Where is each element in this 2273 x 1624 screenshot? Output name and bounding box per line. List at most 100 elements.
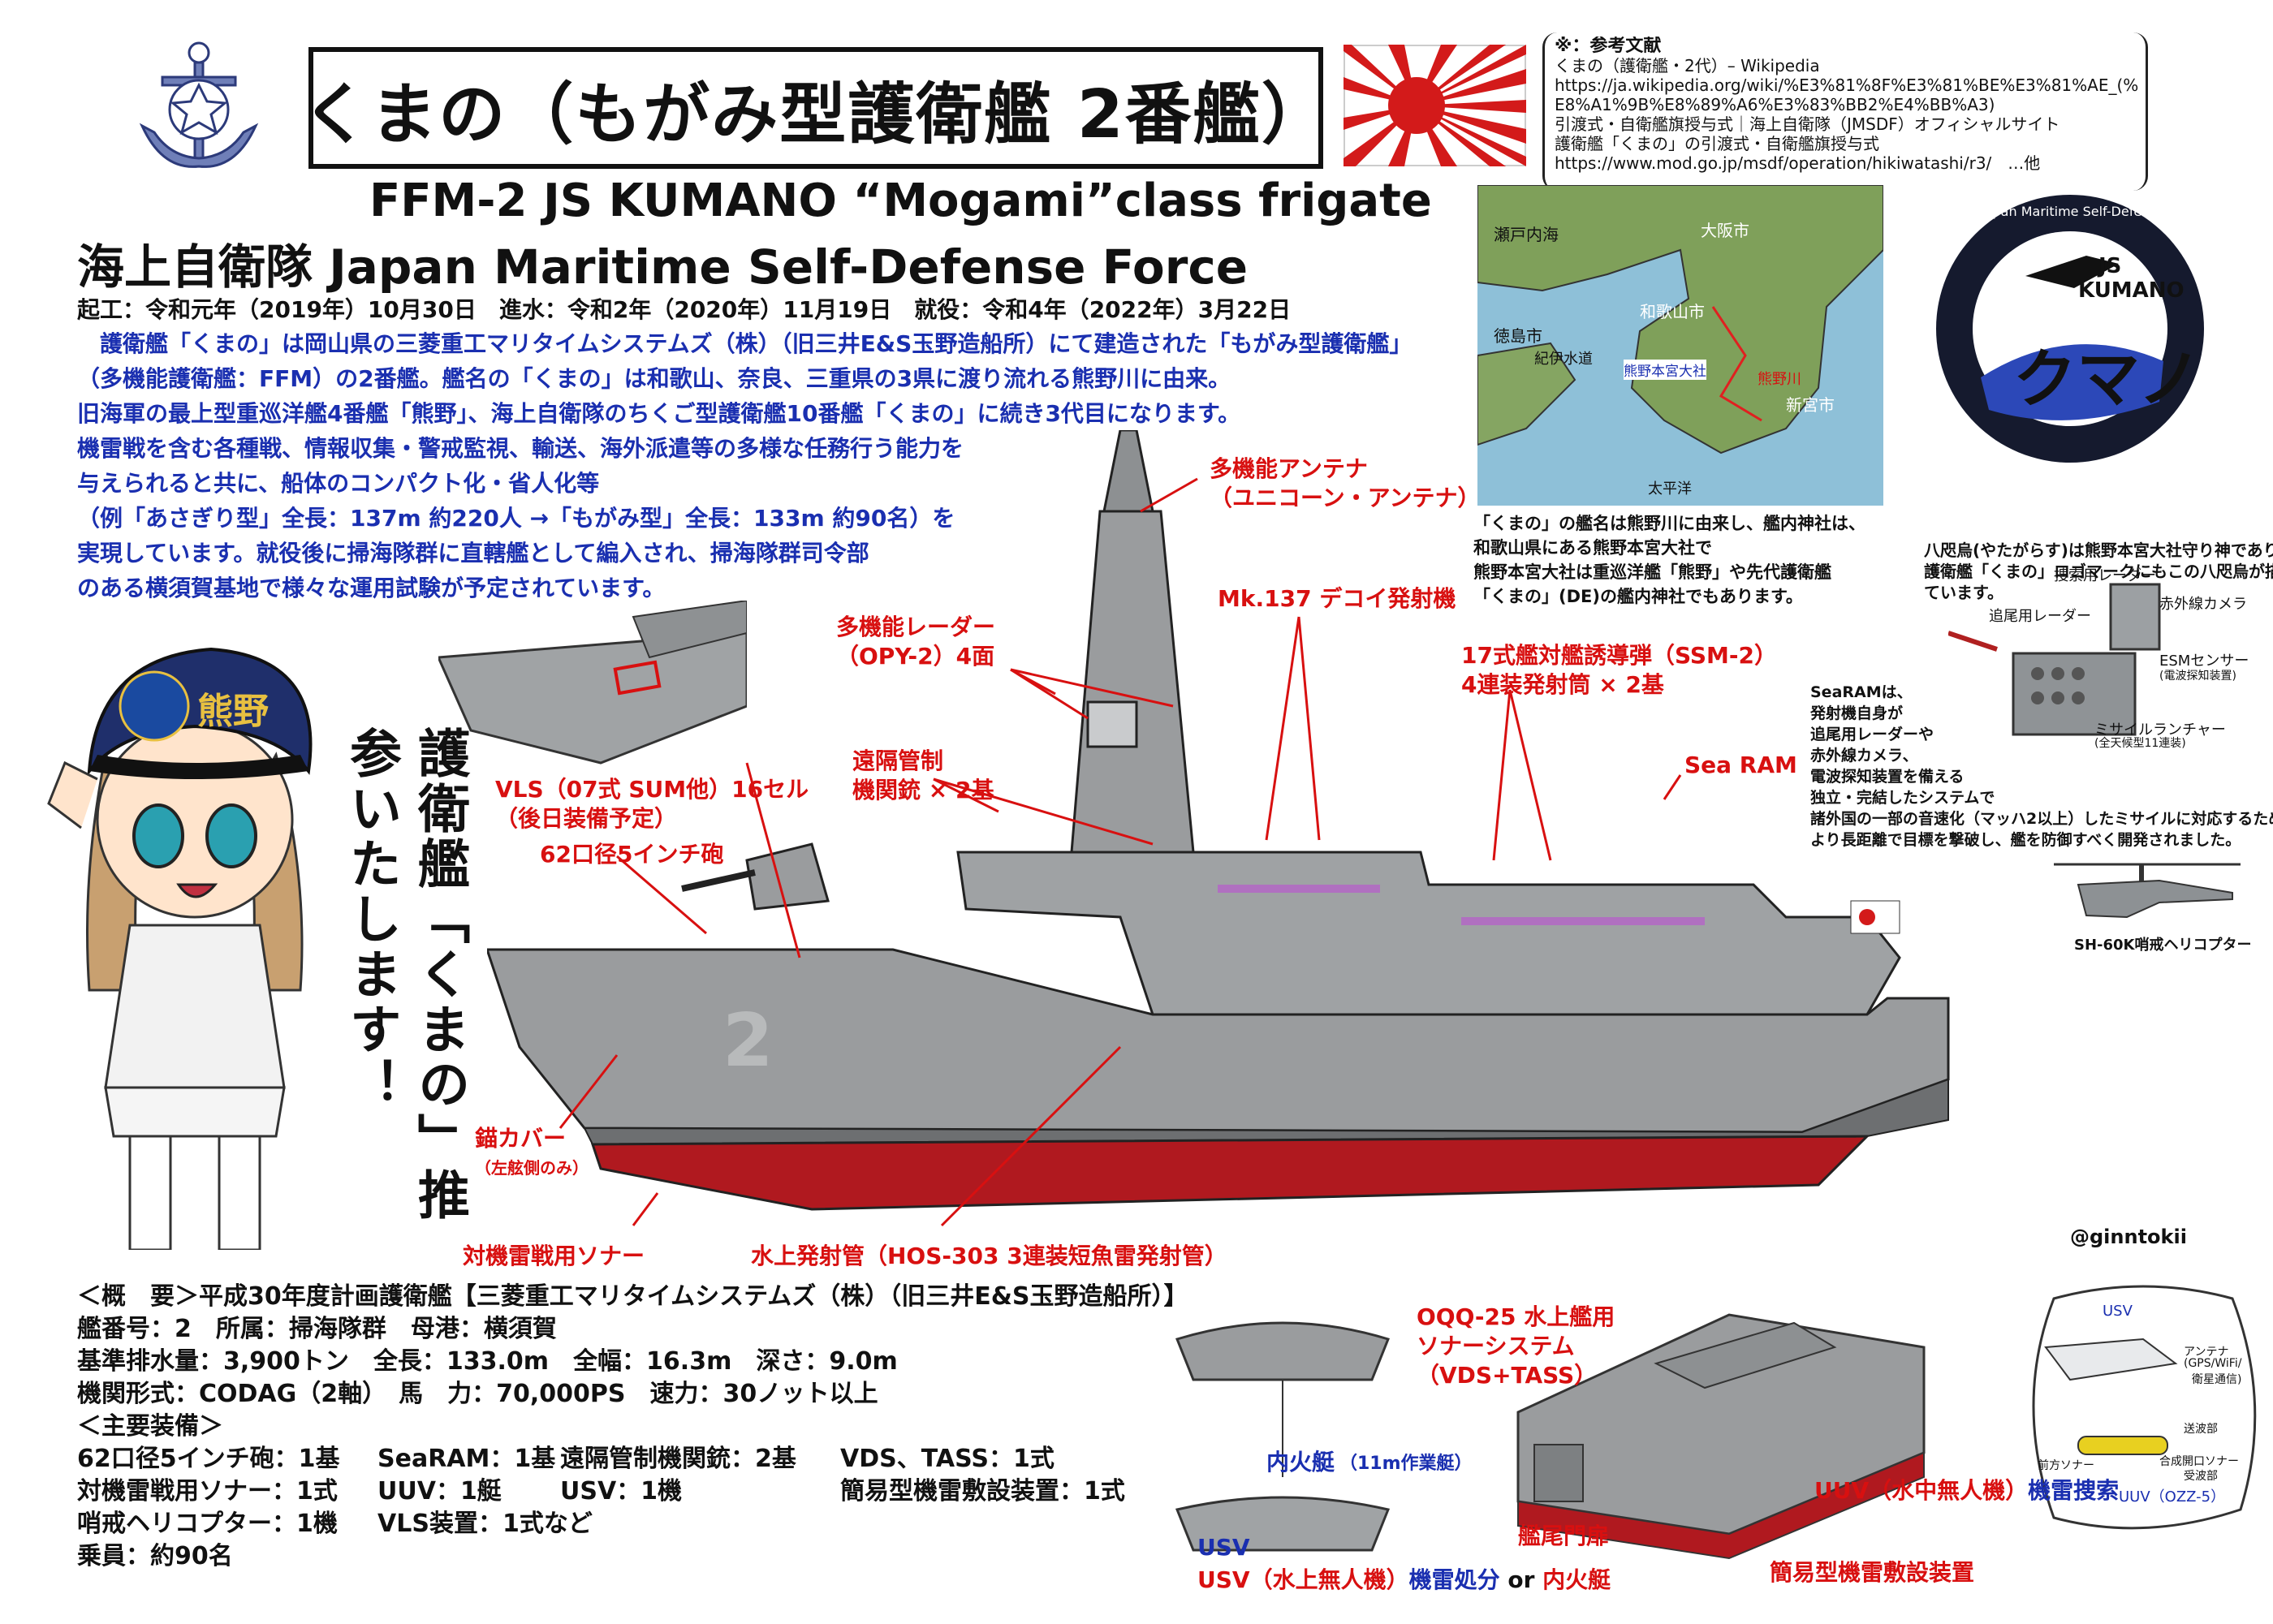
callout-line: （OPY-2）4面 bbox=[836, 643, 995, 670]
equipment-item: 62口径5インチ砲：1基 bbox=[77, 1445, 340, 1473]
callout-decoy: Mk.137 デコイ発射機 bbox=[1218, 585, 1456, 612]
callout-line: 多機能アンテナ bbox=[1210, 455, 1368, 482]
reference-line: 引渡式・自衛艦旗授与式｜海上自衛隊（JMSDF）オフィシャルサイト bbox=[1555, 114, 2060, 134]
callout-searam: Sea RAM bbox=[1684, 752, 1797, 778]
equipment-row: 乗員：約90名 bbox=[77, 1540, 1214, 1573]
equipment-row: 62口径5インチ砲：1基 SeaRAM：1基遠隔管制機関銃：2基 VDS、TASS：… bbox=[77, 1443, 1214, 1475]
callout-vls: VLS（07式 SUM他）16セル （後日装備予定） bbox=[495, 775, 809, 834]
uuv-line: UUV（水中無人機）機雷捜索 bbox=[1814, 1473, 2119, 1506]
equipment-item: SeaRAM：1基 bbox=[377, 1445, 556, 1473]
usv-uuv-bubble: USV アンテナ (GPS/WiFi/ 衛星通信) 送波部 前方ソナー 合成開口… bbox=[2021, 1282, 2265, 1534]
cap-text: 熊野 bbox=[197, 691, 269, 732]
map-label: 新宮市 bbox=[1786, 395, 1835, 415]
equipment-item: 対機雷戦用ソナー：1式 bbox=[77, 1477, 338, 1506]
callout-line: （VDS+TASS） bbox=[1417, 1362, 1598, 1389]
bubble-label: 送波部 bbox=[2184, 1423, 2218, 1436]
searam-note-line: 発射機自身が bbox=[1810, 704, 1904, 722]
anchor-sakura-emblem bbox=[130, 37, 268, 179]
specs: ＜概 要＞平成30年度計画護衛艦【三菱重工マリタイムシステムズ（株）（旧三井E&… bbox=[77, 1281, 1214, 1573]
intro-line: のある横須賀基地で様々な運用試験が予定されています。 bbox=[77, 575, 666, 601]
equipment-item: 乗員：約90名 bbox=[77, 1542, 233, 1570]
callout-line: VLS（07式 SUM他）16セル bbox=[495, 776, 809, 803]
key-dates: 起工：令和元年（2019年）10月30日 進水：令和2年（2020年）11月19… bbox=[77, 296, 1292, 323]
bubble-label: (GPS/WiFi/ bbox=[2184, 1357, 2242, 1370]
specs-row: 艦番号：2 所属：掃海隊群 母港：横須賀 bbox=[77, 1315, 557, 1343]
intro-line: 与えられると共に、船体のコンパクト化・省人化等 bbox=[77, 470, 600, 497]
intro-line: 機雷戦を含む各種戦、情報収集・警戒監視、輸送、海外派遣等の多様な任務行う能力を bbox=[77, 435, 964, 462]
page-title: くまの（もがみ型護衛艦 2番艦） bbox=[302, 75, 1330, 153]
intro-line: 実現しています。就役後に掃海隊群に直轄艦として編入され、掃海隊群司令部 bbox=[77, 540, 869, 566]
map-label: 太平洋 bbox=[1648, 480, 1692, 498]
character-illustration: 熊野 bbox=[32, 633, 357, 1251]
bubble-label: 受波部 bbox=[2184, 1470, 2218, 1483]
references-heading: ※：参考文献 bbox=[1555, 37, 1662, 56]
callout-rcws: 遠隔管制 機関銃 × 2基 bbox=[852, 747, 994, 805]
callout-line: 4連装発射筒 × 2基 bbox=[1461, 671, 1664, 698]
reference-line: https://www.mod.go.jp/msdf/operation/hik… bbox=[1555, 153, 2041, 173]
searam-note-line: 追尾用レーダーや bbox=[1810, 726, 1934, 743]
searam-note-line: 赤外線カメラ、 bbox=[1810, 747, 1918, 765]
reference-line: E8%A1%9B%E8%89%A6%E3%83%BB2%E4%BB%A3) bbox=[1555, 95, 1995, 114]
callout-line: 機関銃 × 2基 bbox=[852, 777, 994, 803]
searam-label: 追尾用レーダー bbox=[1989, 608, 2091, 625]
usv-line: USV（水上無人機）機雷処分 or 内火艇 bbox=[1197, 1562, 1611, 1595]
usv-alt: 内火艇 bbox=[1542, 1566, 1611, 1593]
searam-label: (電波探知装置) bbox=[2159, 670, 2236, 683]
helicopter-label: SH-60K哨戒ヘリコプター bbox=[2074, 937, 2252, 954]
callout-torpedo: 水上発射管（HOS-303 3連装短魚雷発射管） bbox=[751, 1243, 1227, 1269]
ship-illustration: 2 bbox=[485, 429, 2273, 1258]
specs-row: 基準排水量：3,900トン 全長：133.0m 全幅：16.3m 深さ：9.0m bbox=[77, 1347, 898, 1376]
callout-gun: 62口径5インチ砲 bbox=[540, 841, 724, 868]
usv-or: or bbox=[1507, 1566, 1535, 1593]
searam-note-line: SeaRAMは、 bbox=[1810, 683, 1913, 701]
work-boat-label: 内火艇 bbox=[1266, 1449, 1335, 1475]
uuv-line-label: UUV（水中無人機） bbox=[1814, 1477, 2029, 1504]
equipment-item: USV：1機 bbox=[560, 1477, 683, 1506]
title-box: くまの（もがみ型護衛艦 2番艦） bbox=[302, 47, 1328, 169]
map-label: 大阪市 bbox=[1701, 221, 1749, 240]
callout-line: 17式艦対艦誘導弾（SSM-2） bbox=[1461, 642, 1778, 669]
callout-line: （後日装備予定） bbox=[495, 805, 678, 832]
usv-line-label: USV（水上無人機） bbox=[1197, 1566, 1409, 1593]
stern-illustration bbox=[1486, 1266, 1932, 1574]
map-label: 瀬戸内海 bbox=[1494, 225, 1559, 244]
callout-line: （左舷側のみ） bbox=[475, 1158, 589, 1178]
searam-label: ミサイルランチャー bbox=[2094, 722, 2226, 739]
emblem-kumano: KUMANO bbox=[2078, 278, 2185, 303]
reference-line: 護衛艦「くまの」の引渡式・自衛艦旗授与式 bbox=[1555, 134, 1879, 153]
emblem-note-line: 八咫烏(やたがらす)は熊野本宮大社守り神であり bbox=[1924, 541, 2273, 560]
equipment-item: UUV：1艇 bbox=[377, 1477, 502, 1506]
searam-note-line: 独立・完結したシステムで bbox=[1810, 789, 1995, 807]
bubble-label: USV bbox=[2103, 1303, 2133, 1320]
intro-line: 護衛艦「くまの」は岡山県の三菱重工マリタイムシステムズ（株）（旧三井E&S玉野造… bbox=[77, 330, 1413, 357]
specs-equip-heading: ＜主要装備＞ bbox=[77, 1412, 223, 1441]
work-boat-note: （11m作業艇） bbox=[1339, 1454, 1473, 1474]
callout-ssm: 17式艦対艦誘導弾（SSM-2） 4連装発射筒 × 2基 bbox=[1461, 641, 1777, 700]
map-label: 熊野川 bbox=[1758, 371, 1801, 388]
map-note-line: 「くまの」の艦名は熊野川に由来し、艦内神社は、 bbox=[1473, 514, 1865, 533]
map-label: 徳島市 bbox=[1494, 326, 1542, 346]
map-note-line: 和歌山県にある熊野本宮大社で bbox=[1473, 538, 1712, 558]
helicopter-illustration bbox=[2046, 852, 2249, 933]
bubble-label: 衛星通信) bbox=[2192, 1373, 2242, 1386]
work-boat-illustration bbox=[1169, 1290, 1396, 1566]
equipment-item: 遠隔管制機関銃：2基 bbox=[560, 1445, 796, 1473]
bubble-label: 前方ソナー bbox=[2038, 1459, 2094, 1472]
emblem-logo: クマノ bbox=[2013, 343, 2202, 416]
searam-label: 赤外線カメラ bbox=[2159, 596, 2247, 613]
bubble-label: アンテナ bbox=[2184, 1346, 2229, 1359]
emblem-note: 八咫烏(やたがらす)は熊野本宮大社守り神であり 護衛艦「くまの」ロゴマークにもこ… bbox=[1924, 540, 2273, 603]
searam-label: 捜索用レーダー bbox=[2054, 567, 2156, 584]
rising-sun-flag bbox=[1344, 45, 1526, 166]
map-note-line: 熊野本宮大社は重巡洋艦「熊野」や先代護衛艦 bbox=[1473, 562, 1831, 582]
map-label: 和歌山市 bbox=[1640, 302, 1705, 321]
usv-label: USV bbox=[1197, 1534, 1250, 1561]
reference-line: くまの（護衛艦・2代）– Wikipedia bbox=[1555, 56, 1820, 75]
kii-peninsula-map: 瀬戸内海 大阪市 和歌山市 徳島市 紀伊水道 熊野本宮大社 熊野川 新宮市 太平… bbox=[1477, 184, 1884, 506]
searam-note-line: 諸外国の一部の音速化（マッハ2以上）したミサイルに対応するため bbox=[1810, 810, 2273, 828]
equipment-item: VDS、TASS：1式 bbox=[840, 1445, 1055, 1473]
jmsdf-line: 海上自衛隊 Japan Maritime Self-Defense Force bbox=[77, 239, 1249, 295]
